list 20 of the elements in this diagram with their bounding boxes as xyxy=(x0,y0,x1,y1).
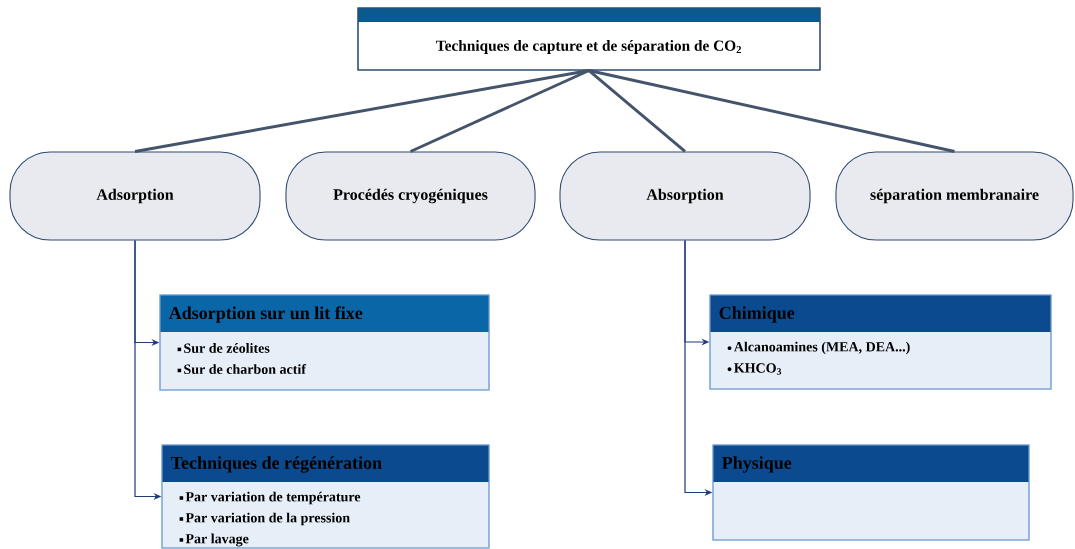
connector-line xyxy=(588,69,686,153)
list-box: Adsorption sur un lit fixe Sur de zéolites Sur de charbon actif xyxy=(159,294,490,391)
list-item: Par variation de la pression xyxy=(179,512,350,526)
list-box: Physique xyxy=(712,444,1030,541)
list-item: KHCO$_{3}$ xyxy=(727,363,782,375)
list-item: Par lavage xyxy=(179,533,249,547)
connector-line xyxy=(409,69,590,153)
connector-line xyxy=(588,69,955,153)
list-item: Sur de zéolites xyxy=(177,343,270,353)
list-box: Chimique Alcanoamines (MEA, DEA...) KHCO$_{3}$ xyxy=(709,294,1052,390)
title-box: Techniques de capture et de séparation de CO$_{2}$ xyxy=(357,7,821,71)
rounded-box: Adsorption xyxy=(9,151,261,241)
list-item: Alcanoamines (MEA, DEA...) xyxy=(727,341,910,355)
list-item: Sur de charbon actif xyxy=(177,364,307,374)
list-box: Techniques de régénération Par variation de température Par variation de la pression Par lavage xyxy=(161,444,490,549)
connector-line xyxy=(134,69,590,153)
rounded-box: Absorption xyxy=(559,151,811,241)
list-item: Par variation de température xyxy=(179,491,361,505)
rounded-box: séparation membranaire xyxy=(835,151,1074,241)
rounded-box: Procédés cryogéniques xyxy=(285,151,536,241)
